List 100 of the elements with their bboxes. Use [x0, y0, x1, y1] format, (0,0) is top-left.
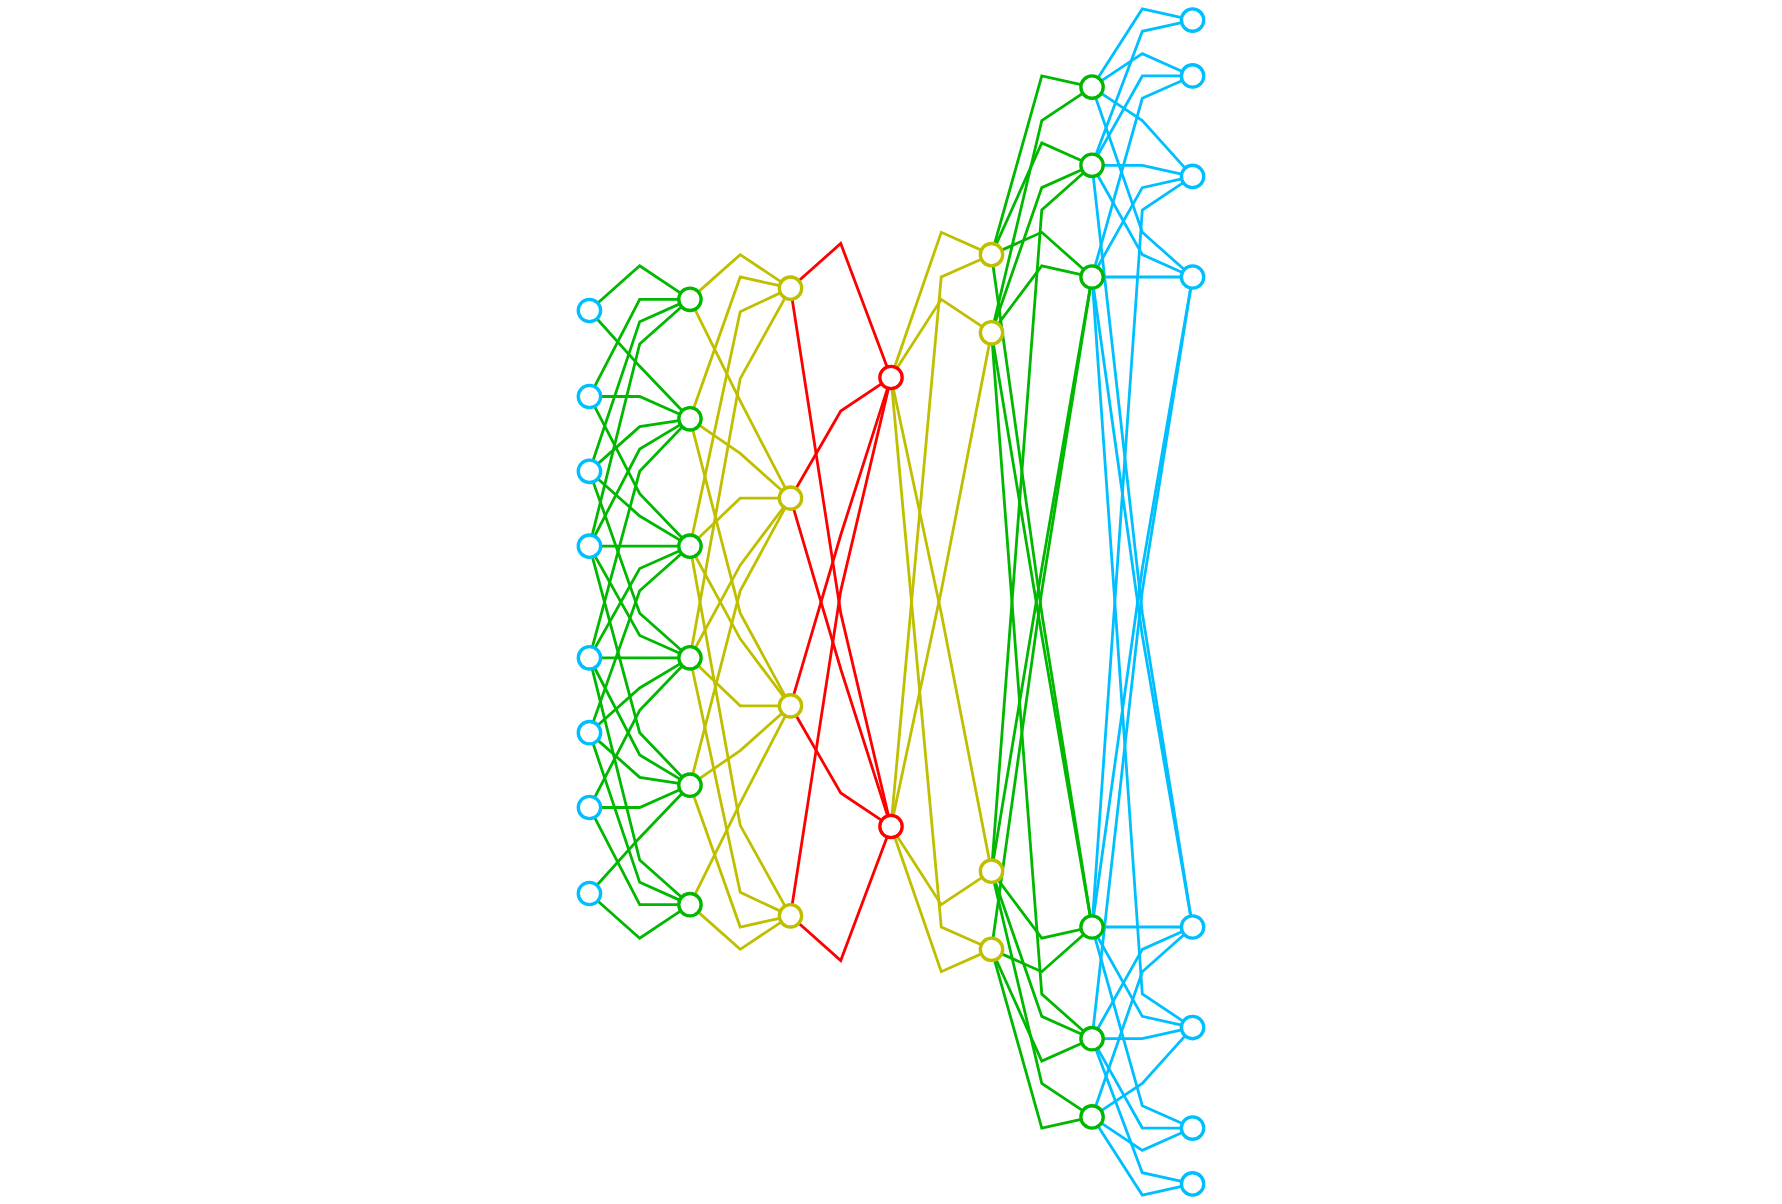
connector	[794, 714, 883, 822]
node-circle	[576, 880, 603, 907]
node-circle	[677, 891, 703, 918]
connector	[1096, 1125, 1182, 1197]
node-circle	[878, 813, 904, 840]
connector	[596, 419, 680, 465]
connector	[997, 879, 1082, 940]
node-circle	[1079, 264, 1105, 290]
connector	[590, 668, 683, 899]
connector	[595, 792, 684, 887]
connector	[893, 836, 982, 974]
connector	[790, 298, 890, 816]
node-circle	[576, 458, 603, 485]
node-circle	[1079, 1025, 1105, 1052]
node-circle	[1179, 1014, 1206, 1041]
node-circle	[1079, 1104, 1105, 1130]
connector	[593, 816, 679, 907]
connector	[792, 508, 889, 817]
connector	[600, 788, 681, 809]
connector	[1092, 287, 1193, 917]
node-circle	[1179, 1171, 1206, 1197]
connector	[794, 382, 883, 490]
connector	[591, 552, 683, 723]
node-circle	[978, 241, 1005, 268]
node-circle	[576, 794, 603, 821]
connector	[890, 388, 982, 947]
connector	[992, 881, 1084, 1112]
connector	[698, 424, 784, 492]
node-circle	[677, 772, 703, 798]
connector	[690, 291, 781, 536]
connector	[891, 343, 991, 816]
connector	[596, 477, 682, 542]
node-circle	[576, 645, 603, 671]
node-circle	[677, 286, 703, 313]
connector	[1096, 7, 1182, 79]
connector	[697, 496, 780, 540]
node-circle	[1079, 74, 1105, 100]
node-circle	[978, 858, 1005, 884]
node-circle	[878, 364, 904, 391]
connector	[595, 317, 684, 412]
node-circle	[677, 406, 703, 432]
connector	[993, 74, 1082, 245]
connector	[600, 656, 679, 660]
connector	[893, 230, 982, 368]
connector	[591, 425, 684, 648]
connector	[990, 343, 1085, 1033]
connector	[993, 881, 1083, 1036]
connector	[591, 742, 681, 902]
connector	[797, 241, 889, 368]
connector	[792, 387, 889, 696]
node-circle	[1179, 914, 1206, 940]
node-circle	[777, 275, 804, 301]
node-circle	[777, 485, 804, 511]
connector	[691, 429, 787, 697]
node-circle	[978, 936, 1005, 963]
connector	[1094, 21, 1182, 156]
connector	[1094, 1048, 1182, 1183]
node-circle	[1179, 264, 1206, 290]
connector	[593, 664, 684, 799]
connector	[1100, 1034, 1187, 1112]
connector	[690, 297, 787, 648]
connector	[693, 308, 787, 489]
connector	[690, 556, 787, 907]
connector	[1100, 92, 1187, 170]
node-circle	[1179, 1115, 1206, 1141]
connector	[694, 506, 785, 649]
node-circle	[1179, 63, 1206, 89]
node-circle	[677, 533, 703, 559]
connector	[1096, 1047, 1182, 1130]
connector	[698, 712, 784, 780]
connector	[891, 388, 991, 861]
connector	[600, 395, 681, 416]
connector	[693, 715, 787, 896]
node-circle	[677, 645, 703, 671]
connector	[692, 795, 780, 929]
connector	[990, 171, 1085, 861]
connector	[593, 423, 682, 537]
connector	[992, 92, 1084, 323]
connector	[596, 739, 680, 785]
connector	[1103, 1028, 1182, 1041]
connector	[993, 959, 1082, 1130]
node-circle	[576, 533, 603, 559]
connector	[797, 836, 889, 963]
node-circle	[978, 320, 1005, 346]
node-circle	[1079, 152, 1105, 179]
node-circle	[576, 719, 603, 746]
node-circle	[1079, 914, 1105, 940]
connector	[593, 667, 682, 781]
node-circle	[1179, 163, 1206, 190]
connector	[994, 141, 1083, 246]
node-circle	[576, 383, 603, 410]
connector	[593, 297, 679, 388]
connector	[890, 257, 982, 816]
connector	[790, 388, 890, 906]
node-circle	[777, 903, 804, 929]
connector	[692, 275, 780, 409]
connector	[600, 544, 679, 548]
connector	[994, 958, 1083, 1063]
connector	[997, 264, 1082, 325]
node-circle	[1179, 7, 1206, 33]
